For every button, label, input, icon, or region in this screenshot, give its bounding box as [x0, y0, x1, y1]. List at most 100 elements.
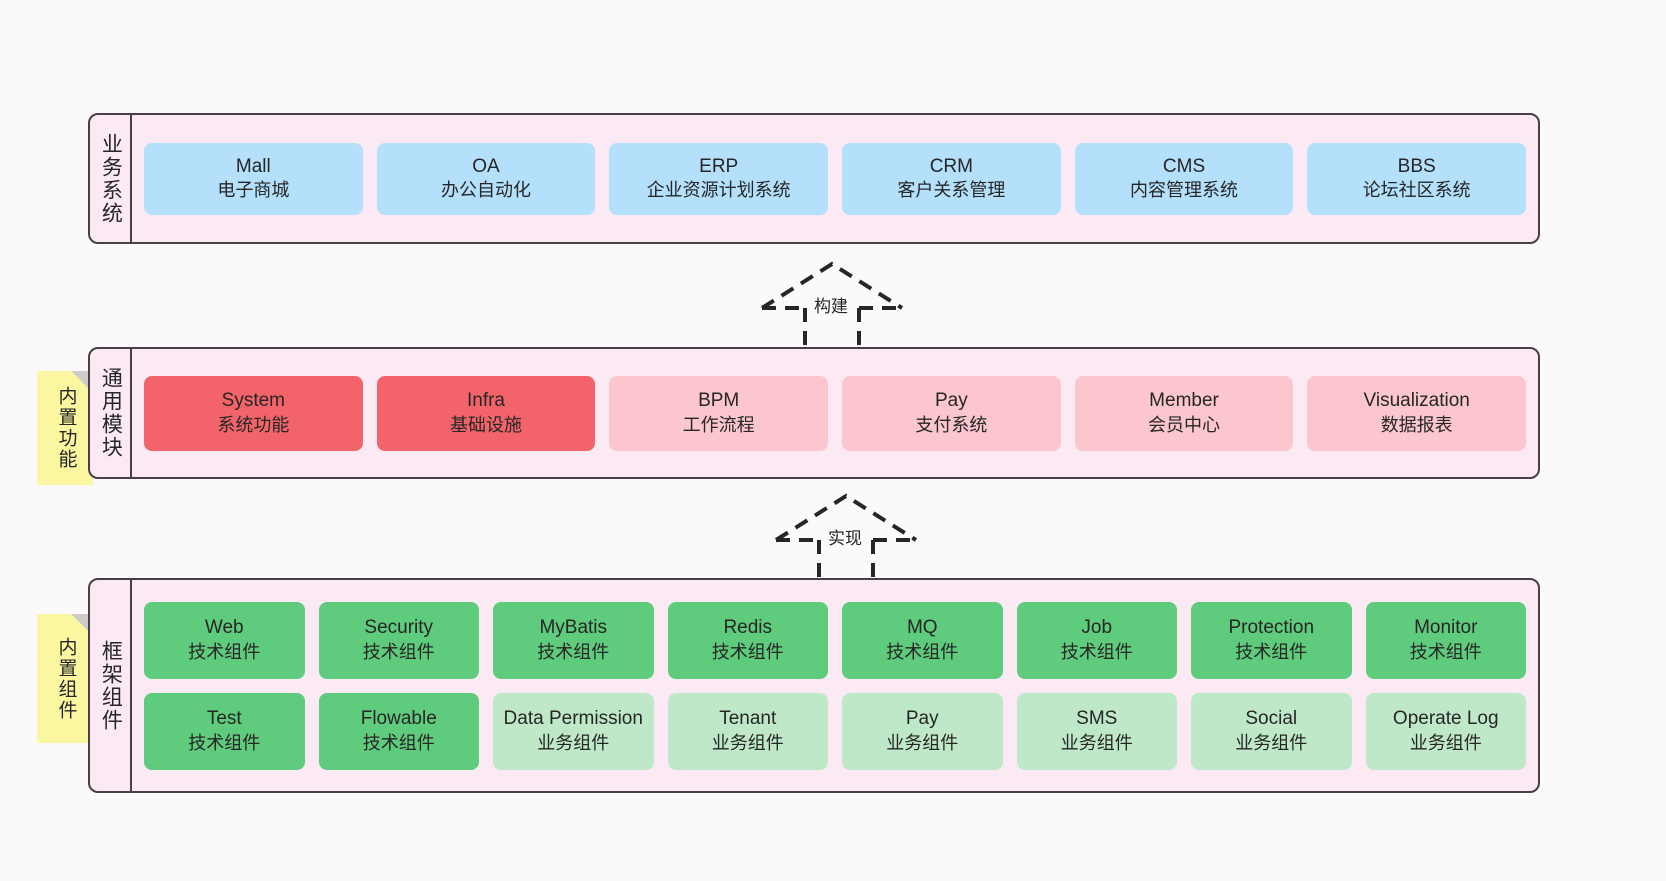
card-protection[interactable]: Protection 技术组件 — [1191, 601, 1352, 679]
sticky-note-builtin-feature: 内置功能 — [37, 371, 93, 485]
card-title: Redis — [723, 617, 773, 639]
card-subtitle: 技术组件 — [362, 732, 435, 753]
card-subtitle: 支付系统 — [915, 414, 988, 435]
layer-body-framework: Web 技术组件 Security 技术组件 MyBatis 技术组件 Redi… — [132, 580, 1538, 791]
card-visualization[interactable]: Visualization 数据报表 — [1307, 375, 1527, 451]
card-subtitle: 企业资源计划系统 — [646, 180, 791, 201]
card-title: Social — [1245, 708, 1298, 730]
card-subtitle: 技术组件 — [1060, 641, 1133, 662]
card-title: SMS — [1076, 708, 1118, 730]
layer-label-common-text: 通用模块 — [99, 367, 123, 459]
card-title: Job — [1081, 617, 1113, 639]
card-pay-module[interactable]: Pay 支付系统 — [842, 375, 1061, 451]
card-test[interactable]: Test 技术组件 — [144, 692, 305, 770]
card-subtitle: 业务组件 — [711, 732, 784, 753]
layer-body-common: System 系统功能 Infra 基础设施 BPM 工作流程 Pay 支付系统… — [132, 349, 1538, 477]
layer-label-framework: 框架组件 — [90, 580, 132, 791]
card-subtitle: 电子商城 — [217, 180, 290, 201]
card-title: Member — [1149, 390, 1219, 412]
card-erp[interactable]: ERP 企业资源计划系统 — [609, 142, 829, 215]
framework-card-row-1: Web 技术组件 Security 技术组件 MyBatis 技术组件 Redi… — [144, 601, 1526, 679]
card-subtitle: 技术组件 — [188, 732, 261, 753]
card-bpm[interactable]: BPM 工作流程 — [609, 375, 829, 451]
card-pay-component[interactable]: Pay 业务组件 — [842, 692, 1003, 770]
card-title: Operate Log — [1392, 708, 1499, 730]
card-title: OA — [472, 155, 500, 177]
card-security[interactable]: Security 技术组件 — [318, 601, 479, 679]
layer-label-common: 通用模块 — [90, 349, 132, 477]
card-title: Tenant — [719, 708, 777, 730]
card-cms[interactable]: CMS 内容管理系统 — [1074, 142, 1294, 215]
connector-build-label: 构建 — [812, 292, 850, 317]
card-subtitle: 技术组件 — [188, 641, 261, 662]
card-subtitle: 业务组件 — [537, 732, 610, 753]
connector-implement-label: 实现 — [826, 524, 864, 549]
card-subtitle: 技术组件 — [537, 641, 610, 662]
card-data-permission[interactable]: Data Permission 业务组件 — [493, 692, 654, 770]
card-title: Mall — [235, 155, 271, 177]
business-card-row: Mall 电子商城 OA 办公自动化 ERP 企业资源计划系统 CRM 客户关系… — [144, 142, 1527, 215]
card-subtitle: 会员中心 — [1148, 414, 1221, 435]
card-title: BPM — [698, 390, 740, 412]
card-title: System — [221, 390, 286, 412]
card-subtitle: 业务组件 — [1409, 732, 1482, 753]
card-title: Visualization — [1363, 390, 1470, 412]
card-sms[interactable]: SMS 业务组件 — [1016, 692, 1177, 770]
sticky-note-builtin-component: 内置组件 — [37, 614, 93, 743]
card-subtitle: 技术组件 — [711, 641, 784, 662]
card-system[interactable]: System 系统功能 — [144, 375, 363, 451]
card-mybatis[interactable]: MyBatis 技术组件 — [493, 601, 654, 679]
sticky-note-text: 内置功能 — [55, 386, 77, 470]
card-subtitle: 技术组件 — [1235, 641, 1308, 662]
layer-label-framework-text: 框架组件 — [99, 639, 123, 732]
layer-body-business: Mall 电子商城 OA 办公自动化 ERP 企业资源计划系统 CRM 客户关系… — [132, 115, 1538, 242]
card-title: BBS — [1397, 155, 1436, 177]
card-title: ERP — [699, 155, 739, 177]
card-flowable[interactable]: Flowable 技术组件 — [318, 692, 479, 770]
card-mall[interactable]: Mall 电子商城 — [144, 142, 363, 215]
card-subtitle: 基础设施 — [450, 414, 522, 435]
common-card-row: System 系统功能 Infra 基础设施 BPM 工作流程 Pay 支付系统… — [144, 375, 1527, 451]
card-title: MQ — [906, 617, 938, 639]
layer-label-business: 业务系统 — [90, 115, 132, 242]
card-redis[interactable]: Redis 技术组件 — [667, 601, 828, 679]
card-bbs[interactable]: BBS 论坛社区系统 — [1307, 142, 1527, 215]
card-oa[interactable]: OA 办公自动化 — [376, 142, 596, 215]
card-subtitle: 客户关系管理 — [897, 180, 1006, 201]
card-subtitle: 技术组件 — [886, 641, 959, 662]
card-subtitle: 数据报表 — [1380, 414, 1453, 435]
layer-framework-component: 框架组件 Web 技术组件 Security 技术组件 MyBatis 技术组件… — [88, 578, 1540, 793]
card-subtitle: 技术组件 — [1409, 641, 1482, 662]
card-member[interactable]: Member 会员中心 — [1074, 375, 1294, 451]
card-social[interactable]: Social 业务组件 — [1191, 692, 1352, 770]
card-title: Monitor — [1414, 617, 1478, 639]
card-subtitle: 内容管理系统 — [1130, 180, 1239, 201]
card-title: MyBatis — [539, 617, 608, 639]
card-title: Web — [204, 617, 244, 639]
sticky-note-text: 内置组件 — [55, 636, 77, 721]
card-job[interactable]: Job 技术组件 — [1016, 601, 1177, 679]
card-subtitle: 系统功能 — [217, 414, 290, 435]
card-subtitle: 办公自动化 — [441, 180, 531, 201]
card-monitor[interactable]: Monitor 技术组件 — [1365, 601, 1526, 679]
card-title: Security — [364, 617, 434, 639]
card-title: Test — [206, 708, 242, 730]
card-subtitle: 业务组件 — [886, 732, 959, 753]
card-infra[interactable]: Infra 基础设施 — [376, 375, 596, 451]
card-title: Protection — [1228, 617, 1315, 639]
card-subtitle: 工作流程 — [682, 414, 755, 435]
card-subtitle: 论坛社区系统 — [1362, 180, 1471, 201]
card-mq[interactable]: MQ 技术组件 — [842, 601, 1003, 679]
card-subtitle: 技术组件 — [362, 641, 435, 662]
card-crm[interactable]: CRM 客户关系管理 — [842, 142, 1061, 215]
sticky-fold-corner-icon — [71, 371, 93, 393]
card-subtitle: 业务组件 — [1060, 732, 1133, 753]
layer-business-system: 业务系统 Mall 电子商城 OA 办公自动化 ERP 企业资源计划系统 CRM — [88, 113, 1540, 244]
card-tenant[interactable]: Tenant 业务组件 — [667, 692, 828, 770]
card-title: Infra — [466, 390, 506, 412]
card-title: Flowable — [360, 708, 437, 730]
card-web[interactable]: Web 技术组件 — [144, 601, 305, 679]
sticky-fold-corner-icon — [71, 614, 93, 636]
card-operate-log[interactable]: Operate Log 业务组件 — [1365, 692, 1526, 770]
